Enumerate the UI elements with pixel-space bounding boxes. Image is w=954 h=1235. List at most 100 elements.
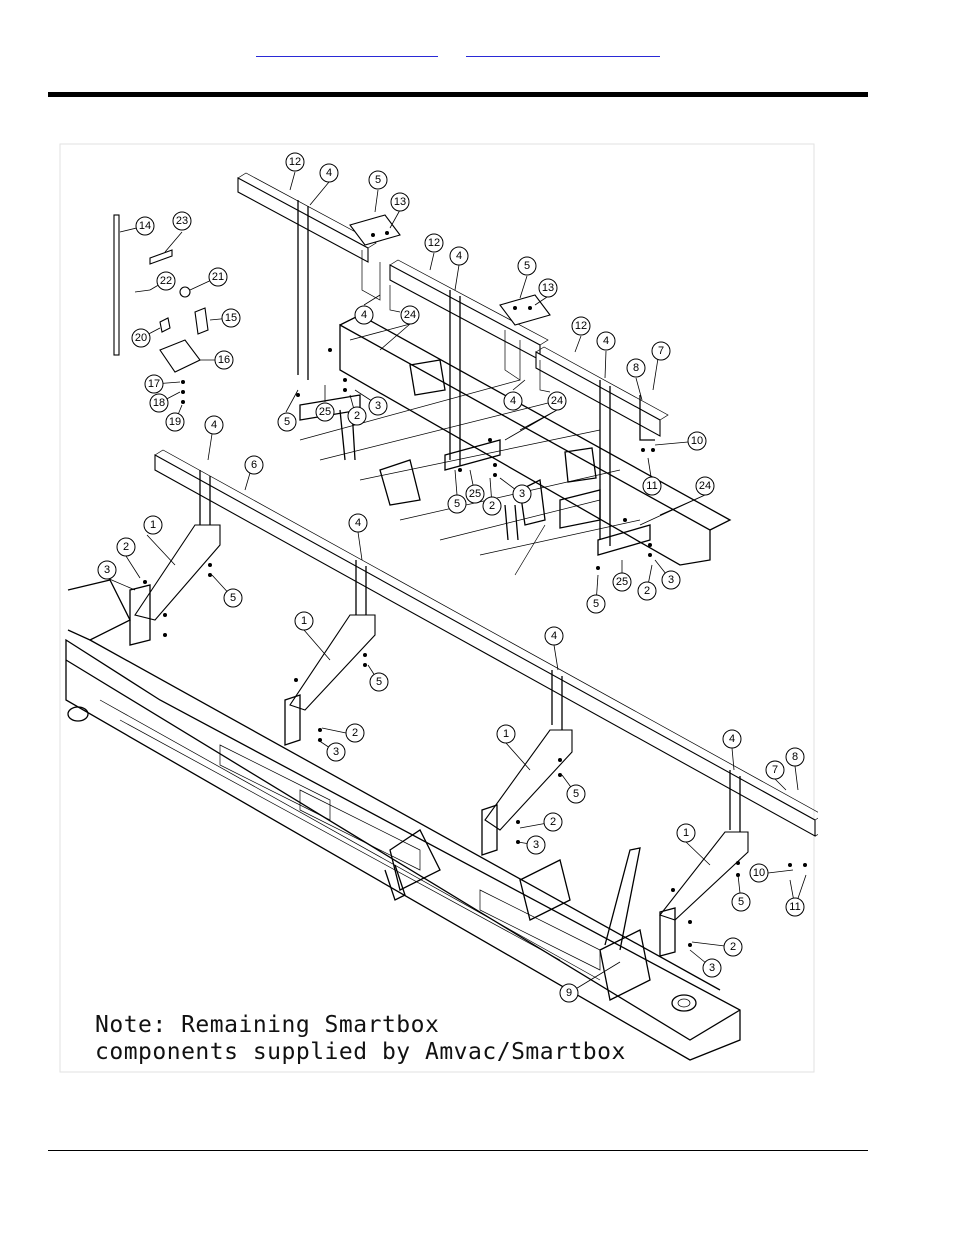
callout-2: 2 [482, 496, 502, 516]
callout-12: 12 [571, 316, 591, 336]
note-line-2: components supplied by Amvac/Smartbox [95, 1039, 626, 1065]
callout-5: 5 [566, 784, 586, 804]
svg-text:3: 3 [519, 488, 525, 500]
svg-text:4: 4 [603, 335, 609, 347]
parts-kit [113, 214, 209, 404]
svg-text:13: 13 [542, 282, 554, 294]
callout-5: 5 [223, 588, 243, 608]
svg-text:17: 17 [148, 378, 160, 390]
plates-13 [349, 214, 551, 393]
callout-12: 12 [424, 233, 444, 253]
callout-15: 15 [221, 308, 241, 328]
svg-text:24: 24 [699, 480, 711, 492]
callout-4: 4 [596, 331, 616, 351]
svg-text:12: 12 [575, 320, 587, 332]
svg-text:15: 15 [225, 312, 237, 324]
callout-20: 20 [131, 328, 151, 348]
callout-22: 22 [156, 271, 176, 291]
svg-text:7: 7 [772, 764, 778, 776]
svg-text:24: 24 [404, 309, 416, 321]
callout-3: 3 [661, 570, 681, 590]
upper-bars-12 [237, 172, 669, 437]
svg-text:22: 22 [160, 275, 172, 287]
bottom-rule [48, 1150, 868, 1151]
header-link-1[interactable] [256, 42, 438, 57]
callout-5: 5 [517, 256, 537, 276]
svg-text:2: 2 [730, 941, 736, 953]
svg-text:11: 11 [789, 901, 800, 913]
svg-text:11: 11 [646, 480, 657, 492]
diagram-note: Note: Remaining Smartbox components supp… [95, 1012, 626, 1066]
svg-text:18: 18 [153, 397, 165, 409]
svg-text:9: 9 [566, 987, 572, 999]
uprights [199, 470, 741, 836]
svg-text:3: 3 [104, 564, 110, 576]
callout-5: 5 [277, 412, 297, 432]
svg-text:25: 25 [616, 576, 628, 588]
svg-text:10: 10 [691, 435, 703, 447]
callout-1: 1 [294, 611, 314, 631]
svg-text:25: 25 [319, 406, 331, 418]
svg-text:3: 3 [533, 839, 539, 851]
callout-7: 7 [765, 760, 785, 780]
svg-text:4: 4 [361, 309, 367, 321]
callout-5: 5 [731, 892, 751, 912]
callout-11: 11 [642, 476, 662, 496]
callout-1: 1 [143, 515, 163, 535]
callout-5: 5 [586, 594, 606, 614]
svg-text:2: 2 [123, 541, 129, 553]
callout-8: 8 [626, 358, 646, 378]
svg-text:4: 4 [326, 167, 332, 179]
callout-3: 3 [702, 958, 722, 978]
svg-text:8: 8 [633, 362, 639, 374]
callout-2: 2 [345, 723, 365, 743]
svg-text:5: 5 [376, 676, 382, 688]
callout-5: 5 [369, 672, 389, 692]
svg-text:21: 21 [212, 271, 224, 283]
svg-text:24: 24 [551, 395, 563, 407]
svg-text:10: 10 [753, 867, 765, 879]
callout-23: 23 [172, 211, 192, 231]
callout-1: 1 [496, 724, 516, 744]
callout-2: 2 [723, 937, 743, 957]
callout-4: 4 [722, 729, 742, 749]
svg-text:2: 2 [354, 410, 360, 422]
callout-18: 18 [149, 393, 169, 413]
svg-text:5: 5 [593, 598, 599, 610]
callout-4: 4 [354, 305, 374, 325]
svg-text:5: 5 [738, 896, 744, 908]
svg-text:5: 5 [573, 788, 579, 800]
svg-text:25: 25 [469, 488, 481, 500]
svg-text:12: 12 [428, 237, 440, 249]
callout-4: 4 [503, 391, 523, 411]
svg-text:5: 5 [524, 260, 530, 272]
svg-text:6: 6 [251, 459, 257, 471]
callout-5: 5 [368, 170, 388, 190]
svg-text:4: 4 [551, 630, 557, 642]
callout-markers: 1 2 3 4 6 5 1 4 5 2 3 1 4 5 2 3 1 4 5 2 … [97, 152, 805, 1003]
svg-text:5: 5 [375, 174, 381, 186]
callout-10: 10 [749, 863, 769, 883]
svg-text:5: 5 [454, 498, 460, 510]
toolbar-bar-6 [154, 449, 818, 837]
svg-text:2: 2 [352, 727, 358, 739]
svg-text:4: 4 [211, 419, 217, 431]
callout-17: 17 [144, 374, 164, 394]
callout-25: 25 [612, 572, 632, 592]
callout-7: 7 [651, 341, 671, 361]
note-line-1: Note: Remaining Smartbox [95, 1012, 440, 1038]
callout-3: 3 [368, 396, 388, 416]
svg-text:5: 5 [284, 416, 290, 428]
callout-24: 24 [400, 305, 420, 325]
svg-text:2: 2 [644, 585, 650, 597]
callout-21: 21 [208, 267, 228, 287]
callout-2: 2 [637, 581, 657, 601]
svg-text:4: 4 [456, 250, 462, 262]
svg-text:1: 1 [301, 615, 307, 627]
header-link-2[interactable] [466, 42, 660, 57]
callout-25: 25 [315, 402, 335, 422]
callout-16: 16 [214, 350, 234, 370]
svg-text:3: 3 [668, 574, 674, 586]
svg-text:1: 1 [503, 728, 509, 740]
svg-text:12: 12 [289, 156, 301, 168]
